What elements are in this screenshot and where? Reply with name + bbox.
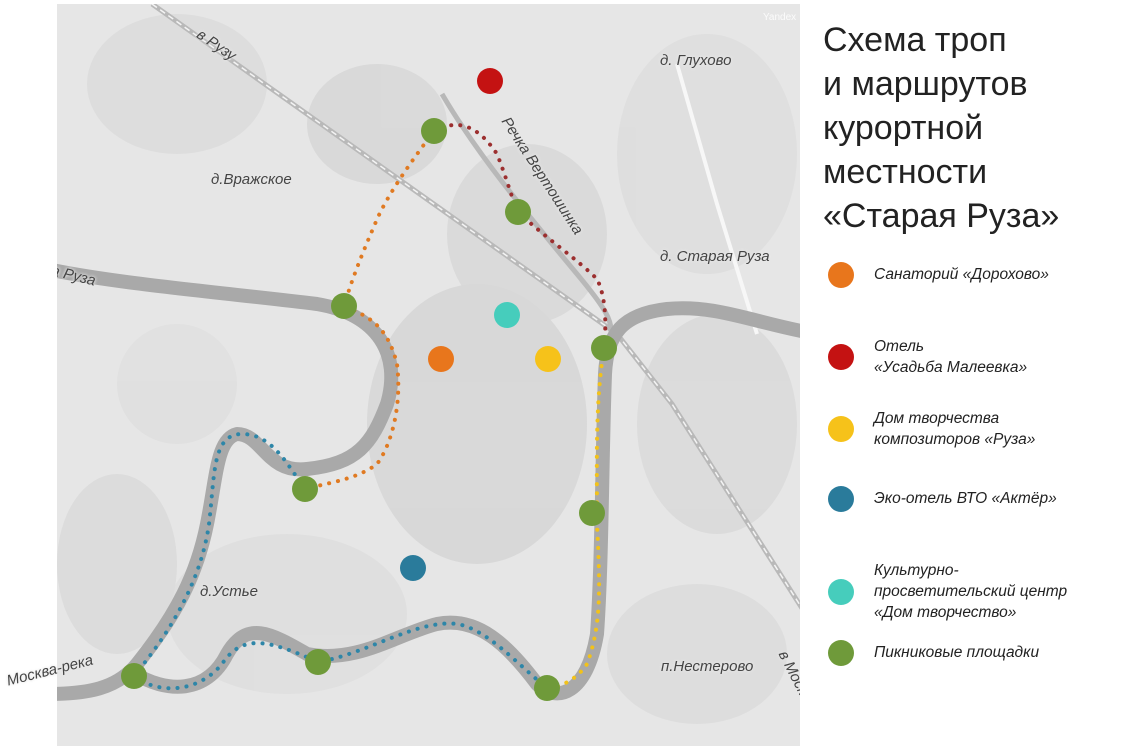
legend-label-line: просветительский центр [874,583,1068,600]
legend-label: Санаторий «Дорохово» [874,264,1049,285]
label-ustye: д.Устье [200,583,258,600]
legend-label-line: Пикниковые площадки [874,644,1040,661]
picnic-marker[interactable] [534,675,560,701]
label-vrazhskoe: д.Вражское [211,171,292,188]
label-glukhovo: д. Глухово [660,52,732,69]
orange-circle-icon [828,261,854,288]
eco-hotel-marker[interactable] [400,555,426,581]
legend-label-line: Дом творчества [874,410,1000,427]
road [675,63,759,335]
picnic-marker[interactable] [591,335,617,361]
ruza-river [57,263,399,701]
yandex-watermark: Yandex [763,12,797,23]
picnic-marker[interactable] [292,476,318,502]
picnic-marker[interactable] [305,649,331,675]
picnic-marker[interactable] [121,663,147,689]
legend-label-line: Отель [874,338,924,355]
legend-label: Культурно-просветительский центр «Дом тво… [874,560,1067,623]
picnic-marker[interactable] [505,199,531,225]
red-circle-icon [828,344,854,370]
green-circle-icon [828,639,854,666]
legend-label-line: Культурно- [874,562,959,579]
legend-label-line: «Дом творчество» [874,604,1017,621]
legend-label: Пикниковые площадки [874,642,1039,663]
picnic-marker[interactable] [421,118,447,144]
legend-label-line: композиторов «Руза» [874,431,1036,448]
hotel-marker[interactable] [477,68,503,94]
title-line: курортной [823,109,984,147]
label-staraya-ruza: д. Старая Руза [660,248,770,265]
cultural-center-marker[interactable] [494,302,520,328]
railway-ties [151,4,800,607]
sanatorium-marker[interactable] [428,346,454,372]
legend-label: Дом творчества композиторов «Руза» [874,408,1035,450]
page-title: Схема троп и маршрутов курортной местности «… [823,18,1059,238]
legend-label: Эко-отель ВТО «Актёр» [874,488,1057,509]
picnic-marker[interactable] [579,500,605,526]
legend-label: Отель «Усадьба Малеевка» [874,336,1027,378]
teal-circle-icon [828,578,854,605]
label-nesterovo: п.Нестерово [661,658,754,675]
title-line: «Старая Руза» [823,197,1060,235]
legend-label-line: Эко-отель ВТО «Актёр» [874,490,1057,507]
route-yellow[interactable] [545,346,606,690]
route-blue[interactable] [131,431,549,691]
map[interactable]: в Рузу д. Глухово Речка Вертошинка д.Вра… [57,4,800,746]
map-canvas [57,4,800,746]
map-texture [57,14,797,724]
legend-label-line: «Усадьба Малеевка» [874,359,1028,376]
picnic-marker[interactable] [331,293,357,319]
legend-label-line: Санаторий «Дорохово» [874,266,1049,283]
composers-house-marker[interactable] [535,346,561,372]
title-line: местности [823,153,988,191]
title-line: и маршрутов [823,65,1028,103]
title-line: Схема троп [823,21,1007,59]
yellow-circle-icon [828,416,854,442]
route-orange[interactable] [303,129,436,491]
blue-circle-icon [828,485,854,512]
vertoshinka-river [439,92,614,341]
